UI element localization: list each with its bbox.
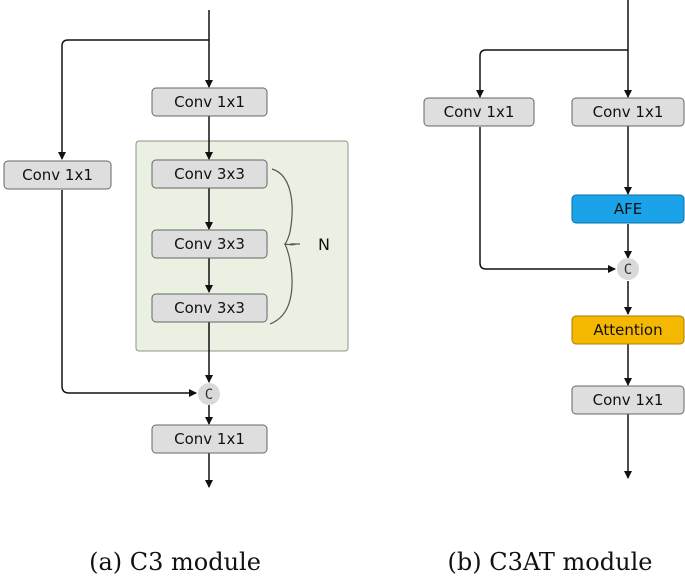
side-branch-line [58,39,209,160]
conv1x1-right-box: Conv 1x1 [571,97,685,127]
conv1x1-bottom-box-b: Conv 1x1 [571,385,685,415]
conv1x1-side-label: Conv 1x1 [22,166,93,184]
caption-a: (a) C3 module [89,548,261,576]
concat-label-b: C [624,262,632,278]
c3-module: Conv 1x1 Conv 1x1 Conv 3x3 Conv 3x3 Conv… [3,10,349,576]
caption-b: (b) C3AT module [448,548,653,576]
attention-label: Attention [593,321,662,339]
conv1x1-left-label: Conv 1x1 [444,103,515,121]
left-branch-line [476,49,628,98]
conv3x3-label-1: Conv 3x3 [174,165,245,183]
left-to-concat-line [479,127,616,273]
conv1x1-left-box: Conv 1x1 [423,97,535,127]
conv1x1-right-label: Conv 1x1 [593,103,664,121]
conv1x1-bottom-box-a: Conv 1x1 [151,424,268,454]
conv3x3-box-1: Conv 3x3 [151,159,268,189]
conv1x1-top-box: Conv 1x1 [151,87,268,117]
repeat-count-label: N [318,235,330,254]
conv3x3-label-3: Conv 3x3 [174,299,245,317]
afe-box: AFE [571,194,685,224]
conv1x1-side-box: Conv 1x1 [3,160,112,190]
afe-label: AFE [614,200,642,218]
concat-node-b: C [617,258,639,280]
conv1x1-bottom-label-b: Conv 1x1 [593,391,664,409]
c3at-module: Conv 1x1 Conv 1x1 AFE C Attention Conv 1… [423,0,685,576]
conv3x3-label-2: Conv 3x3 [174,235,245,253]
attention-box: Attention [571,315,685,345]
conv1x1-top-label: Conv 1x1 [174,93,245,111]
conv3x3-box-3: Conv 3x3 [151,293,268,323]
concat-node-a: C [198,383,220,405]
side-to-concat-line [61,190,197,397]
concat-label-a: C [205,387,213,403]
repeat-brace [269,168,297,325]
conv1x1-bottom-label-a: Conv 1x1 [174,430,245,448]
conv3x3-box-2: Conv 3x3 [151,229,268,259]
